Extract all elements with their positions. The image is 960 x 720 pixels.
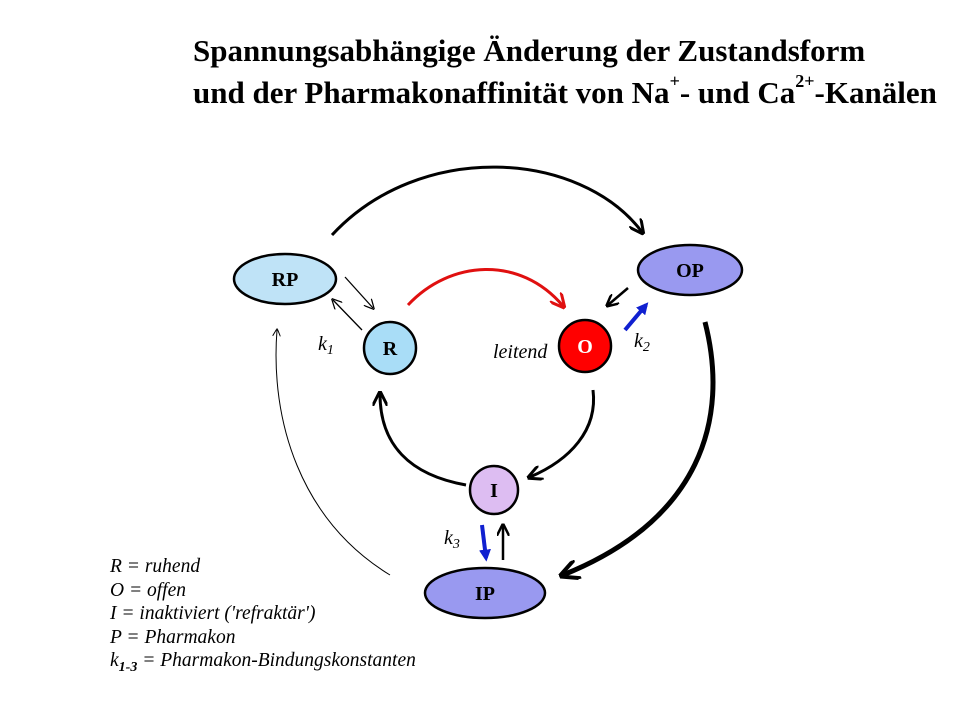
arrow-o-to-i (530, 389, 596, 477)
arrow-rp-to-r (344, 276, 373, 308)
node-ip: IP (423, 566, 547, 620)
legend: R = ruhend O = offen I = inaktiviert ('r… (110, 555, 416, 675)
arrow-i-to-r (380, 394, 467, 487)
arrow-i-to-ip-blue (479, 524, 491, 562)
node-rp: RP (232, 252, 338, 306)
svg-text:O: O (577, 336, 593, 358)
title-line-2: und der Pharmakonaffinität von Na+- und … (193, 71, 937, 110)
legend-line-1: R = ruhend (110, 556, 201, 577)
legend-line-5: k1-3 = Pharmakon-Bindungskonstanten (110, 650, 416, 675)
k3-label: k3 (444, 527, 460, 552)
svg-text:R: R (383, 338, 398, 360)
arrow-op-to-o (608, 287, 629, 305)
arrow-r-to-o-red (406, 268, 563, 306)
legend-line-4: P = Pharmakon (110, 626, 236, 648)
legend-line-3: I = inaktiviert ('refraktär') (110, 603, 316, 624)
node-op: OP (636, 243, 744, 297)
node-r: R (362, 320, 418, 376)
legend-line-2: O = offen (110, 579, 186, 601)
svg-text:I: I (490, 480, 498, 502)
arrow-o-to-op-blue (623, 302, 649, 332)
arrow-r-to-rp (333, 300, 363, 331)
node-o: O (557, 318, 613, 374)
svg-text:RP: RP (272, 269, 299, 291)
arrow-ip-to-rp (276, 330, 391, 576)
k1-label: k1 (318, 333, 334, 358)
k2-label: k2 (634, 330, 650, 355)
arrow-op-to-ip (563, 321, 716, 575)
leitend-label: leitend (493, 341, 548, 363)
svg-text:OP: OP (676, 260, 704, 282)
title-line-1: Spannungsabhängige Änderung der Zustands… (193, 33, 866, 68)
node-i: I (468, 464, 520, 516)
arrow-rp-to-op (330, 165, 642, 235)
svg-text:IP: IP (475, 583, 495, 605)
